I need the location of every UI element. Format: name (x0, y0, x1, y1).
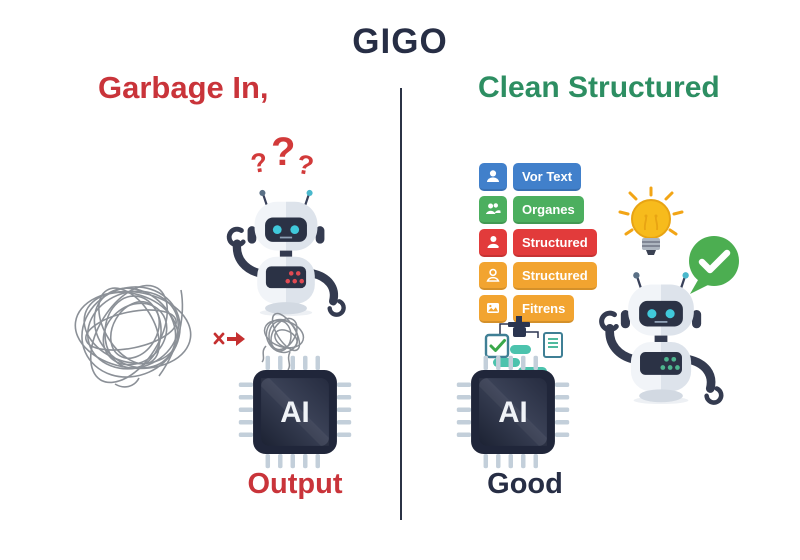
document-icon (543, 332, 563, 358)
left-heading: Garbage In, (98, 70, 269, 105)
good-label: Good (487, 468, 563, 500)
lightbulb-icon (618, 186, 684, 255)
user-icon (479, 163, 507, 191)
ai-chip: AI (456, 355, 570, 469)
check-bubble-icon (689, 236, 739, 294)
image-icon (479, 295, 507, 323)
center-divider (400, 88, 402, 520)
chip-label: AI (498, 396, 527, 429)
small-scribble-icon (261, 312, 305, 371)
page-title: GIGO (352, 22, 448, 61)
x-arrow-icon (213, 332, 245, 346)
ai-chip: AI (238, 355, 352, 469)
tag-label: Structured (513, 229, 597, 257)
checkbox-icon (484, 333, 510, 359)
question-mark-icon: ? (294, 148, 317, 182)
question-mark-icon: ? (271, 130, 296, 174)
scribble-tangle-icon (74, 284, 192, 388)
chip-label: AI (280, 396, 309, 429)
confused-robot-illustration (226, 189, 346, 317)
output-label: Output (247, 468, 343, 500)
user-outline-icon (479, 262, 507, 290)
users-icon (479, 196, 507, 224)
tag-label: Organes (513, 196, 584, 224)
tag-label: Vor Text (513, 163, 582, 191)
tag-label: Fitrens (513, 295, 575, 323)
question-mark-icon: ? (248, 146, 270, 180)
flow-node-icon (508, 316, 530, 337)
tag-label: Structured (513, 262, 597, 290)
user-icon (479, 229, 507, 257)
happy-robot-illustration (599, 272, 724, 405)
right-heading: Clean Structured (478, 71, 720, 104)
